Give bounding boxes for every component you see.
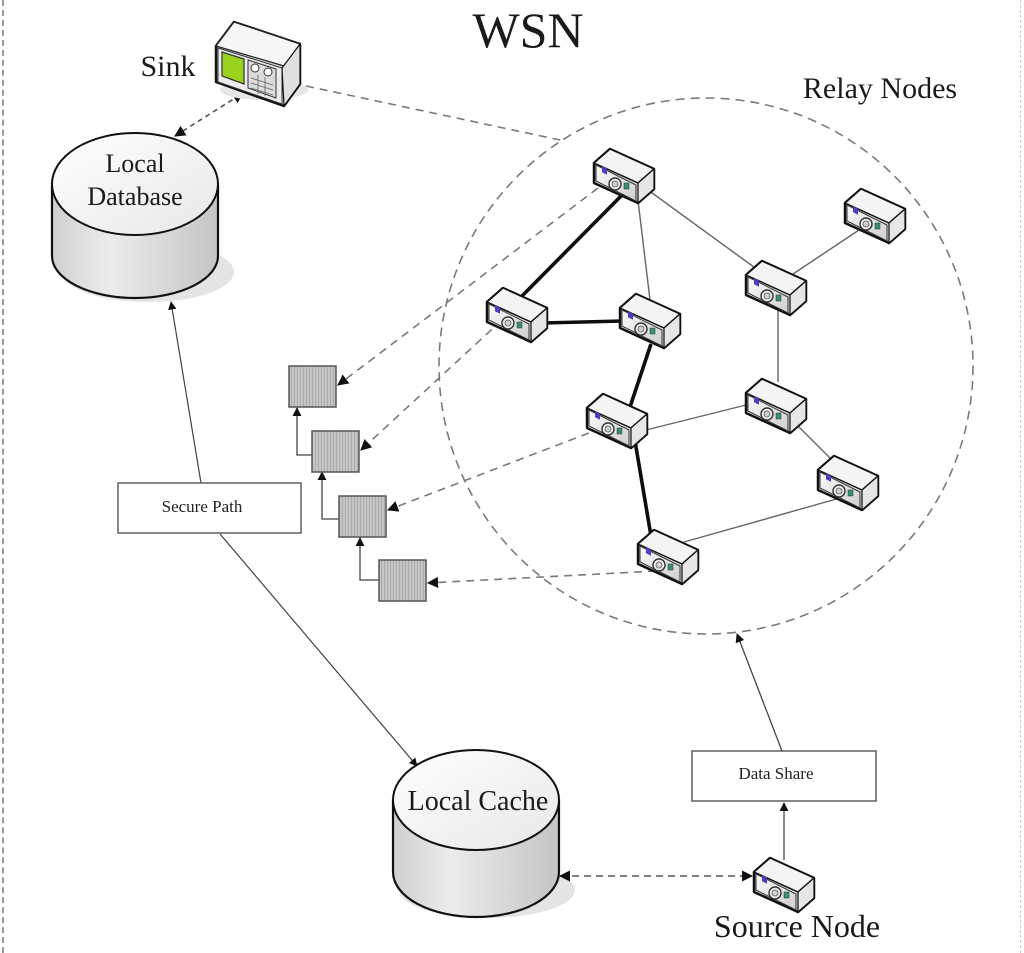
sink-label: Sink — [140, 50, 195, 83]
data-buffer-block-icon — [288, 365, 337, 408]
data-buffer-block-icon — [378, 559, 427, 602]
relay-node-icon — [744, 377, 808, 435]
relay-to-buffer-2-link — [360, 319, 503, 451]
secure-route-edge — [627, 343, 653, 411]
relay-node-icon — [843, 187, 907, 245]
data-share-label: Data Share — [738, 764, 813, 783]
data-buffer-block-icon — [311, 430, 360, 473]
relay-node-icon — [485, 286, 549, 344]
secure-route-edge — [633, 440, 653, 537]
data-buffer-chain — [288, 365, 427, 602]
relay-node-icon — [618, 292, 682, 350]
local-database-label-line1: Local — [105, 149, 164, 178]
sink-relay-link — [305, 85, 561, 141]
relay-link — [796, 424, 831, 459]
secure-path-label: Secure Path — [162, 497, 243, 516]
relay-nodes-label: Relay Nodes — [803, 72, 957, 105]
diagram-title: WSN — [472, 2, 583, 58]
sink-database-link — [174, 92, 244, 137]
data-share-to-relay-arrow — [735, 633, 783, 752]
relay-node-icon — [636, 528, 700, 586]
frame-border-left — [2, 0, 4, 953]
source-node-icon — [752, 856, 816, 914]
secure-route — [519, 191, 653, 537]
secure-path-to-database-arrow — [168, 301, 202, 484]
relay-link — [645, 403, 751, 431]
local-database-label-line2: Database — [87, 182, 182, 211]
secure-route-edge — [541, 319, 624, 325]
buffer-link-3-2 — [317, 471, 339, 520]
secure-route-edge — [519, 191, 626, 299]
sink-device-icon — [214, 20, 308, 108]
relay-node-icon — [744, 259, 808, 317]
secure-path-to-cache-arrow — [219, 533, 418, 767]
relay-to-buffer-3-link — [386, 427, 603, 512]
local-cache-label: Local Cache — [408, 786, 549, 817]
relay-to-buffer-1-link — [337, 187, 599, 386]
relay-to-buffer-4-link — [426, 570, 657, 589]
local-database: Local Database — [50, 132, 234, 302]
data-buffer-block-icon — [338, 495, 387, 538]
source-node-label: Source Node — [714, 908, 880, 944]
frame-border-right — [1020, 0, 1021, 953]
buffer-link-2-1 — [292, 407, 312, 456]
local-cache: Local Cache — [391, 749, 575, 919]
relay-node-icon — [585, 392, 649, 450]
relay-links — [636, 189, 863, 543]
relay-link — [789, 227, 863, 277]
relay-link — [636, 191, 651, 301]
relay-node-icon — [592, 147, 656, 205]
relay-region-boundary — [438, 97, 974, 635]
data-share-box: Data Share — [691, 750, 877, 802]
relay-link — [683, 497, 841, 543]
relay-link — [647, 189, 759, 271]
buffer-link-4-3 — [355, 537, 380, 581]
secure-path-box: Secure Path — [117, 482, 302, 534]
